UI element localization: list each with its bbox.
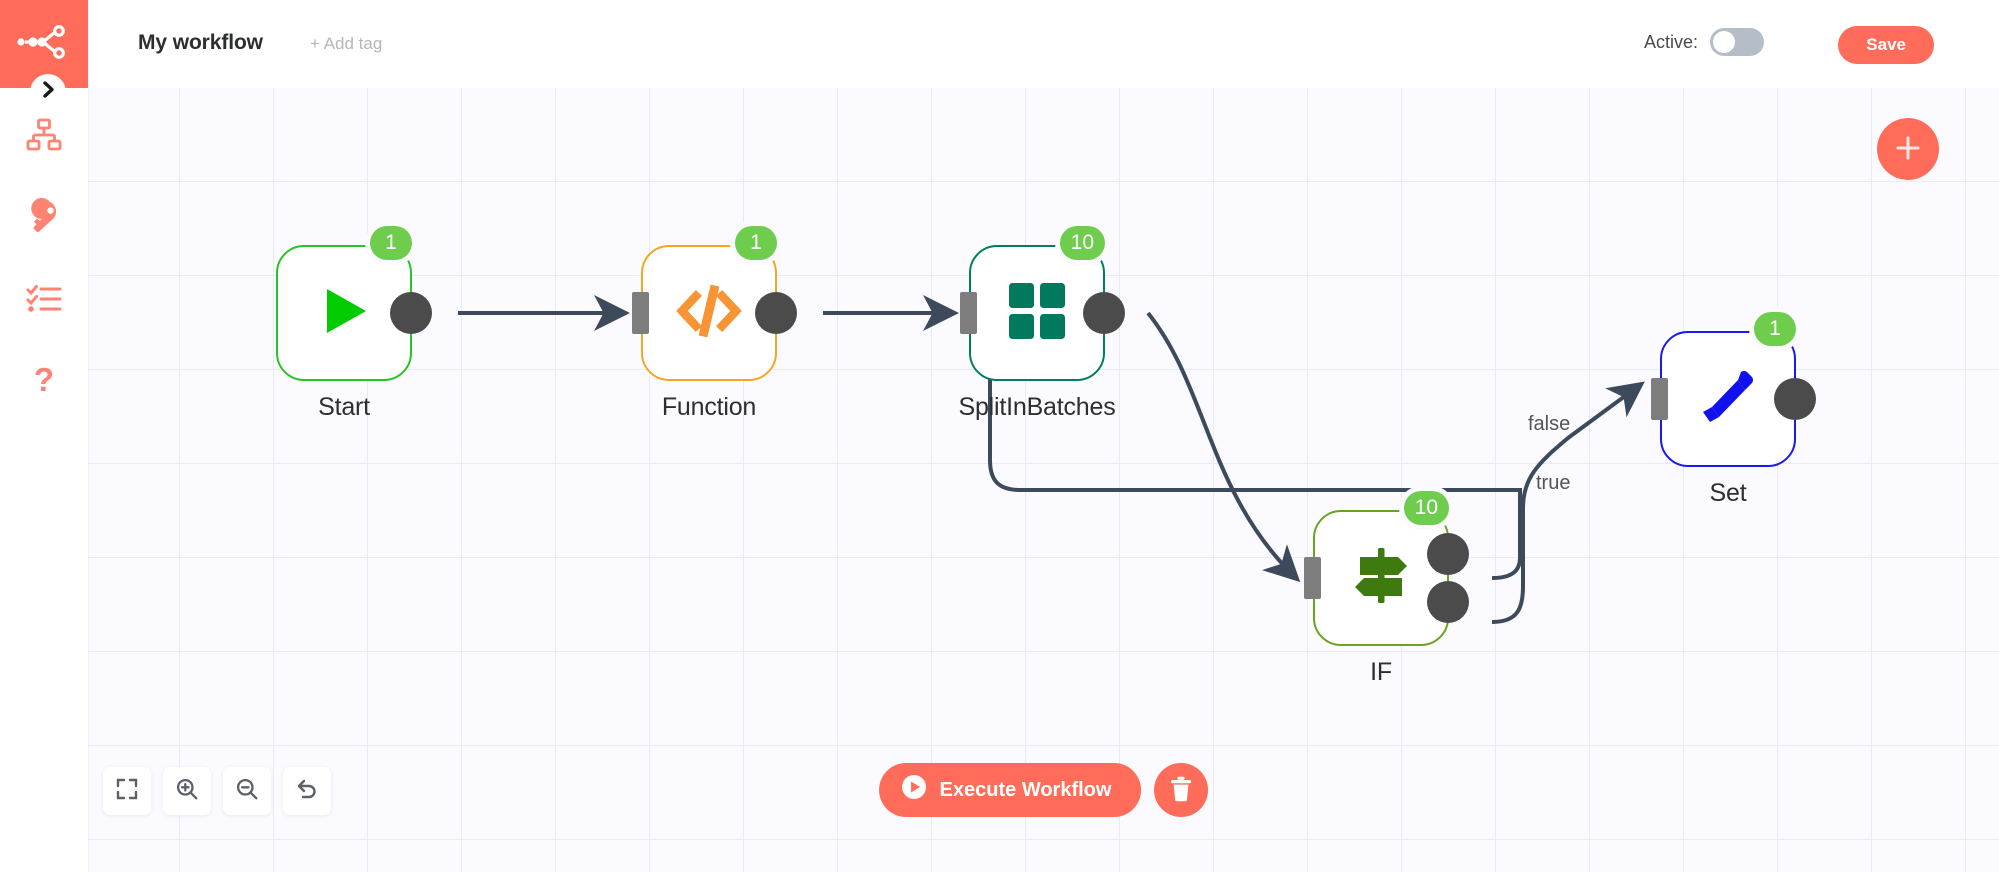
zoom-in-button[interactable] bbox=[163, 767, 211, 815]
node-splitinbatches-badge: 10 bbox=[1059, 226, 1105, 260]
trash-icon bbox=[1169, 776, 1193, 805]
undo-arrow-icon bbox=[295, 777, 319, 806]
node-start-label: Start bbox=[318, 393, 370, 421]
edge-label-true: true bbox=[1536, 472, 1571, 494]
svg-text:?: ? bbox=[34, 362, 54, 398]
magnifier-plus-icon bbox=[175, 777, 199, 806]
node-splitinbatches-input-port[interactable] bbox=[960, 292, 977, 334]
delete-button[interactable] bbox=[1154, 763, 1209, 817]
node-function-label: Function bbox=[661, 393, 757, 421]
play-circle-icon bbox=[901, 774, 927, 806]
header-bar: My workflow + Add tag Active: Save bbox=[88, 0, 1999, 88]
execute-bar: Execute Workflow bbox=[878, 763, 1209, 817]
node-start-output-port[interactable] bbox=[390, 292, 432, 334]
active-toggle-group: Active: bbox=[1644, 28, 1764, 56]
node-function-badge: 1 bbox=[735, 226, 777, 260]
zoom-out-button[interactable] bbox=[223, 767, 271, 815]
node-splitinbatches-label: SplitInBatches bbox=[958, 393, 1116, 421]
node-set-input-port[interactable] bbox=[1651, 378, 1668, 420]
fit-to-view-button[interactable] bbox=[103, 767, 151, 815]
active-toggle[interactable] bbox=[1710, 28, 1764, 56]
checklist-icon bbox=[25, 280, 63, 318]
execute-workflow-label: Execute Workflow bbox=[939, 778, 1112, 801]
node-if-output-port-false[interactable] bbox=[1427, 533, 1469, 576]
active-label: Active: bbox=[1643, 31, 1698, 52]
save-button[interactable]: Save bbox=[1838, 26, 1934, 64]
node-set[interactable]: 1 Set bbox=[1651, 312, 1816, 507]
node-set-label: Set bbox=[1709, 479, 1747, 507]
node-splitinbatches[interactable]: 10 SplitInBatches bbox=[958, 226, 1125, 421]
four-squares-grid-icon bbox=[1007, 281, 1067, 346]
code-brackets-icon bbox=[674, 281, 744, 346]
pencil-icon bbox=[1697, 366, 1759, 433]
node-if-badge: 10 bbox=[1403, 491, 1449, 525]
magnifier-minus-icon bbox=[235, 777, 259, 806]
sidebar-expand-button[interactable] bbox=[30, 74, 66, 110]
edge-if-true-set bbox=[1491, 381, 1645, 624]
question-mark-icon: ? bbox=[25, 362, 63, 400]
node-set-output-port[interactable] bbox=[1774, 378, 1816, 420]
add-node-button[interactable] bbox=[1877, 118, 1939, 180]
plus-icon bbox=[1893, 133, 1923, 166]
signpost-icon bbox=[1349, 544, 1413, 613]
node-function-input-port[interactable] bbox=[632, 292, 649, 334]
sitemap-icon bbox=[25, 116, 63, 154]
key-icon bbox=[25, 198, 63, 236]
edge-label-false: false bbox=[1528, 413, 1571, 435]
node-if-output-port-true[interactable] bbox=[1427, 580, 1469, 623]
sidebar-item-workflows[interactable] bbox=[0, 104, 88, 166]
node-set-badge: 1 bbox=[1754, 312, 1796, 346]
node-splitinbatches-output-port[interactable] bbox=[1083, 292, 1125, 334]
app-logo[interactable] bbox=[0, 0, 88, 88]
reset-zoom-button[interactable] bbox=[283, 767, 331, 815]
sidebar: ? bbox=[0, 0, 88, 872]
execute-workflow-button[interactable]: Execute Workflow bbox=[878, 763, 1142, 817]
n8n-workflow-logo-icon bbox=[16, 24, 72, 64]
edge-splitinbatches-if bbox=[1146, 311, 1301, 583]
zoom-controls bbox=[103, 767, 331, 815]
add-tag-button[interactable]: + Add tag bbox=[310, 34, 383, 53]
workflow-title[interactable]: My workflow bbox=[138, 31, 263, 54]
chevron-right-icon bbox=[41, 80, 56, 104]
node-start[interactable]: 1 Start bbox=[276, 226, 432, 421]
node-start-badge: 1 bbox=[370, 226, 412, 260]
toggle-knob bbox=[1713, 31, 1735, 53]
node-if-label: IF bbox=[1370, 658, 1392, 686]
node-function[interactable]: 1 Function bbox=[632, 226, 797, 421]
node-if[interactable]: 10 IF bbox=[1304, 491, 1469, 686]
sidebar-item-executions[interactable] bbox=[0, 268, 88, 330]
sidebar-item-credentials[interactable] bbox=[0, 186, 88, 248]
fit-screen-icon bbox=[115, 777, 139, 806]
workflow-canvas[interactable]: false true 1 Start bbox=[88, 88, 1999, 872]
play-triangle-icon bbox=[313, 280, 375, 347]
sidebar-item-help[interactable]: ? bbox=[0, 350, 88, 412]
node-function-output-port[interactable] bbox=[755, 292, 797, 334]
node-if-input-port[interactable] bbox=[1304, 557, 1321, 599]
